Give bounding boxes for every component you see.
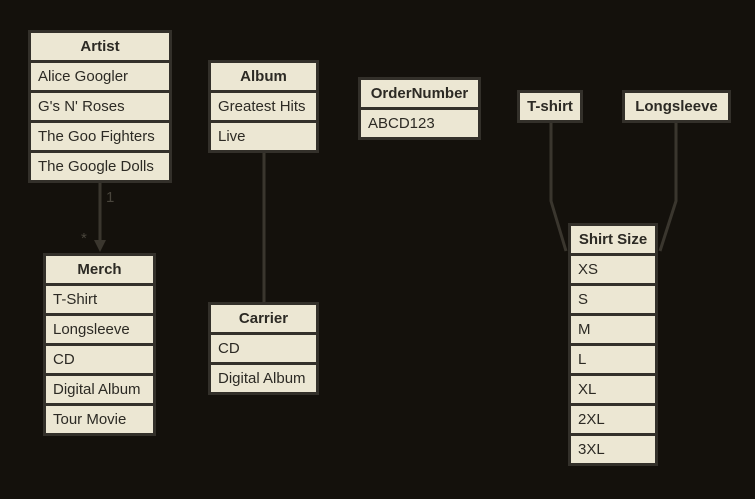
table-row[interactable]: Alice Googler	[31, 60, 169, 90]
entity-table-tshirt[interactable]: T-shirt	[517, 90, 583, 123]
table-row[interactable]: Digital Album	[46, 373, 153, 403]
arrow-head-icon	[94, 240, 106, 252]
table-header[interactable]: OrderNumber	[370, 85, 469, 102]
table-header[interactable]: Longsleeve	[635, 98, 718, 115]
table-row[interactable]: ABCD123	[361, 107, 478, 137]
table-header[interactable]: Artist	[80, 38, 120, 55]
connector-longsleeve-shirtsize[interactable]	[658, 121, 678, 252]
table-row[interactable]: Greatest Hits	[211, 90, 316, 120]
table-row[interactable]: G's N' Roses	[31, 90, 169, 120]
edge-label-source-multiplicity: 1	[106, 189, 114, 206]
table-row[interactable]: The Google Dolls	[31, 150, 169, 180]
table-row[interactable]: S	[571, 283, 655, 313]
table-row[interactable]: Tour Movie	[46, 403, 153, 433]
connector-artist-merch[interactable]: 1 *	[81, 183, 114, 252]
table-row[interactable]: L	[571, 343, 655, 373]
entity-table-ordernumber[interactable]: OrderNumber ABCD123	[358, 77, 481, 140]
table-header[interactable]: T-shirt	[527, 98, 573, 115]
table-row[interactable]: The Goo Fighters	[31, 120, 169, 150]
table-header[interactable]: Carrier	[238, 310, 289, 327]
table-header[interactable]: Shirt Size	[578, 231, 648, 248]
table-row[interactable]: XS	[571, 253, 655, 283]
edge-label-target-multiplicity: *	[81, 230, 87, 247]
table-rows: ABCD123	[361, 107, 478, 137]
table-row[interactable]: Live	[211, 120, 316, 150]
table-row[interactable]: CD	[46, 343, 153, 373]
table-row[interactable]: 2XL	[571, 403, 655, 433]
table-row[interactable]: T-Shirt	[46, 283, 153, 313]
table-row[interactable]: Longsleeve	[46, 313, 153, 343]
table-row[interactable]: 3XL	[571, 433, 655, 463]
connector-tshirt-shirtsize[interactable]	[549, 121, 568, 252]
table-header[interactable]: Merch	[77, 261, 122, 278]
table-row[interactable]: M	[571, 313, 655, 343]
table-row[interactable]: Digital Album	[211, 362, 316, 392]
table-header[interactable]: Album	[240, 68, 287, 85]
entity-table-longsleeve[interactable]: Longsleeve	[622, 90, 731, 123]
table-row[interactable]: CD	[211, 332, 316, 362]
table-row[interactable]: XL	[571, 373, 655, 403]
